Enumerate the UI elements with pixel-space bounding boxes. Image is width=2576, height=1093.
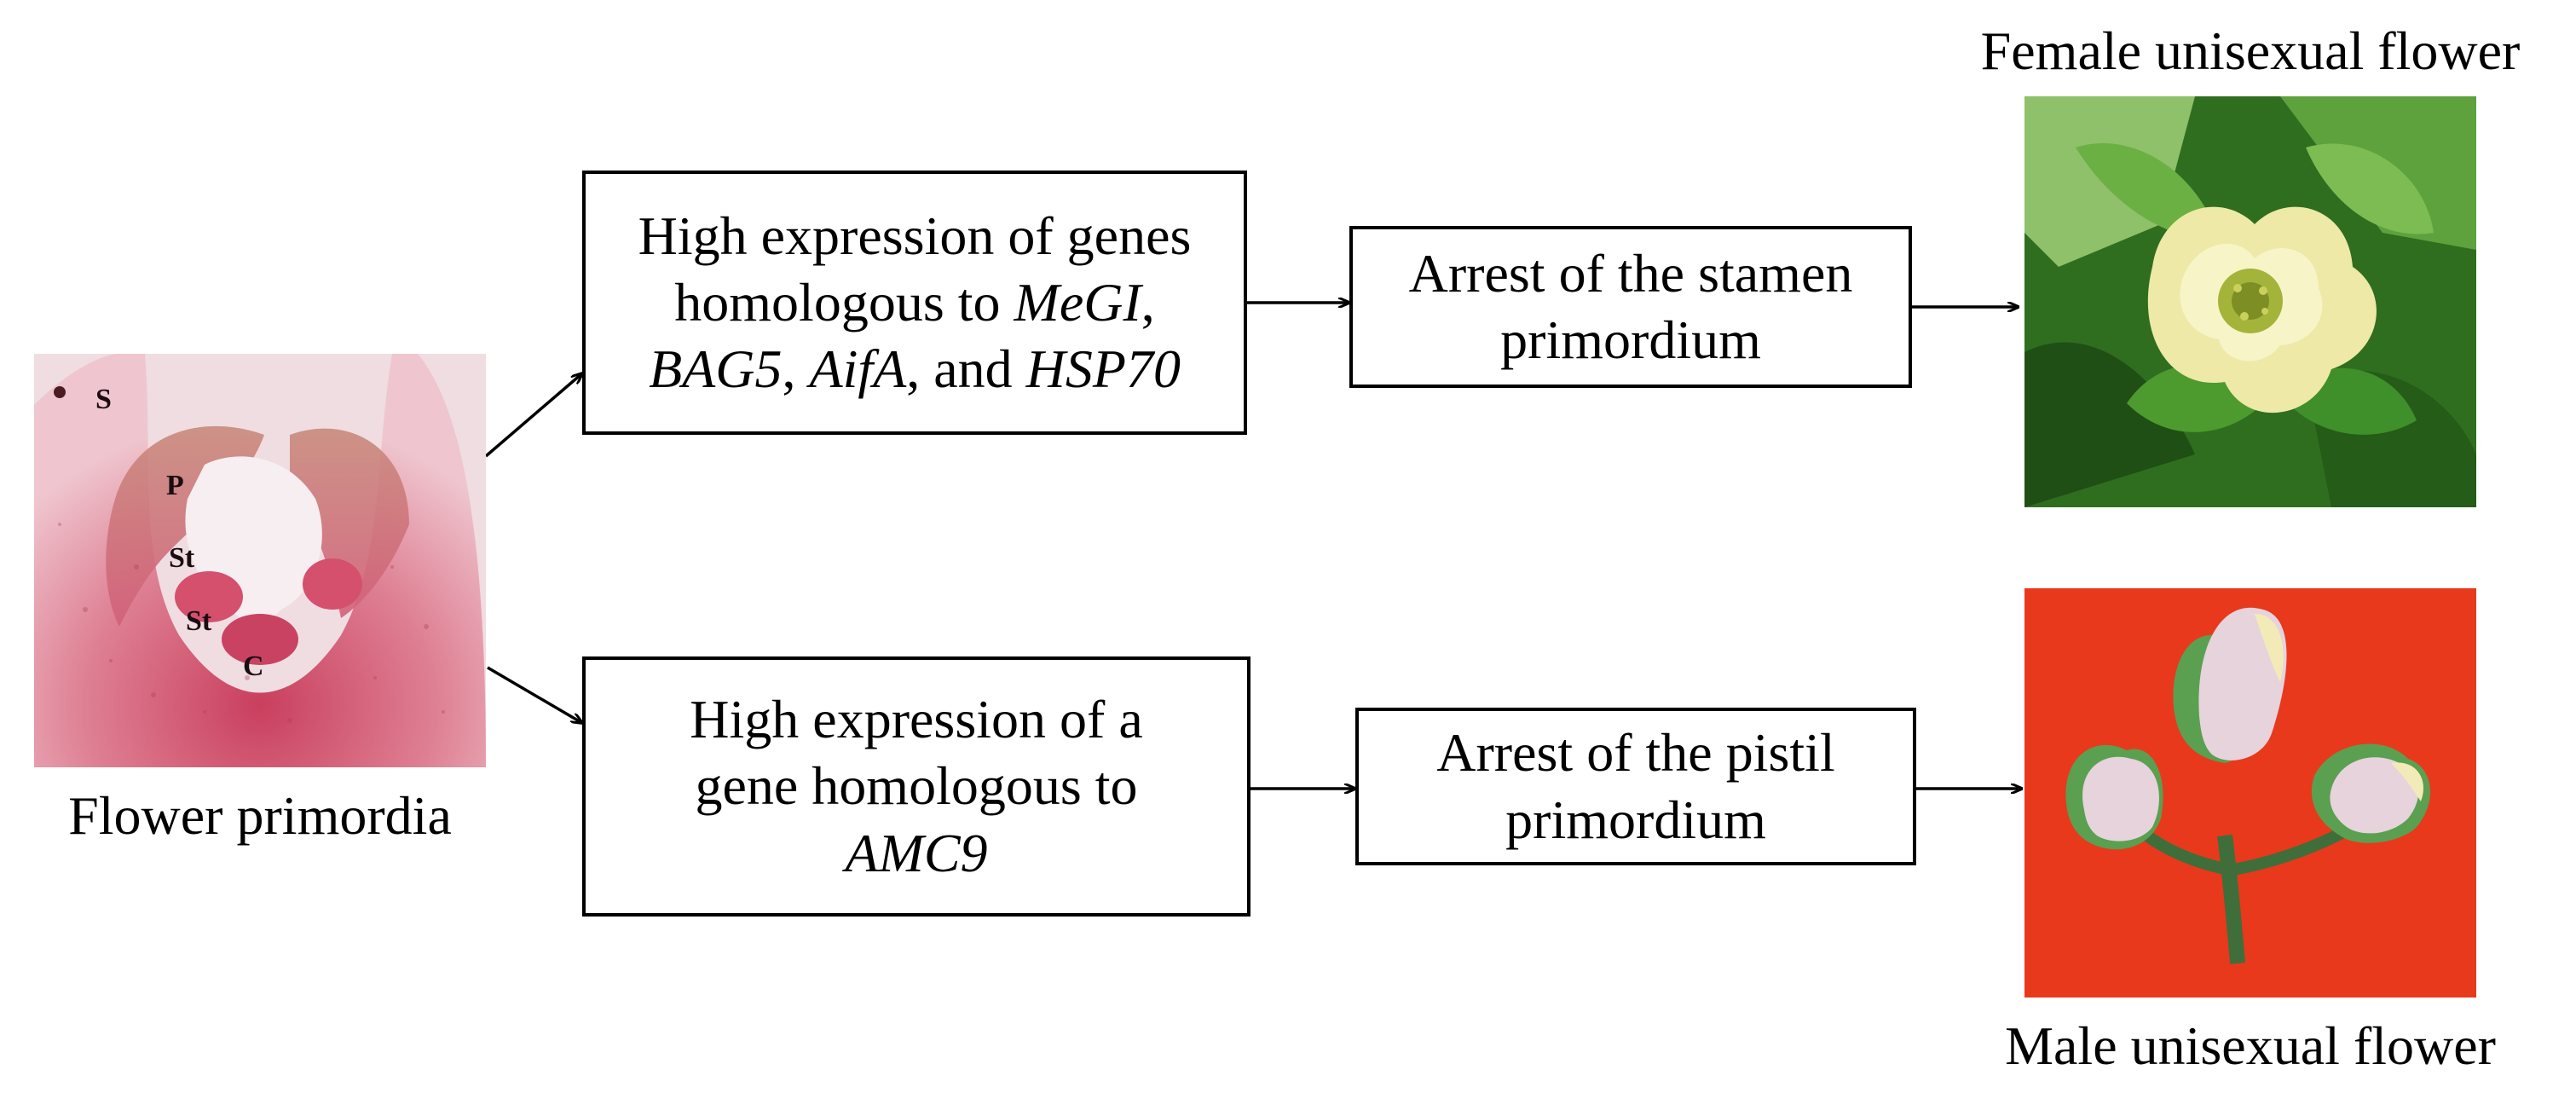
upper-expression-text: homologous to [674, 271, 1014, 333]
gene-megi: MeGI [1014, 271, 1141, 333]
gene-amc9: AMC9 [845, 822, 988, 883]
gene-hsp70: HSP70 [1025, 338, 1181, 400]
upper-expression-line1: High expression of genes [638, 205, 1192, 266]
male-flower-illustration [2024, 588, 2476, 998]
upper-expression-comma: , [1141, 271, 1155, 333]
female-flower-illustration [2024, 96, 2476, 507]
pistil-arrest-line2: primordium [1505, 789, 1766, 850]
stamen-arrest-line1: Arrest of the stamen [1408, 242, 1853, 304]
lower-expression-line1: High expression of a [690, 689, 1143, 750]
arrow-primordia-to-upper [484, 373, 582, 458]
label-carpel: C [243, 651, 264, 682]
primordia-caption: Flower primordia [68, 785, 452, 846]
lower-expression-box: High expression of a gene homologous to … [582, 656, 1250, 917]
male-flower-photo [2024, 588, 2476, 998]
female-flower-caption: Female unisexual flower [1980, 20, 2521, 81]
female-flower-photo [2024, 96, 2476, 507]
stamen-arrest-box: Arrest of the stamen primordium [1349, 226, 1912, 388]
upper-expression-line2: homologous to MeGI, [674, 269, 1155, 336]
pistil-arrest-box: Arrest of the pistil primordium [1355, 708, 1916, 865]
primordia-illustration [34, 354, 486, 767]
lower-expression-line2: gene homologous to [695, 755, 1138, 817]
lower-expression-line3: AMC9 [845, 820, 987, 887]
label-sepal: S [95, 384, 112, 415]
upper-expression-sep1: , [782, 338, 810, 400]
gene-bag5: BAG5 [649, 338, 783, 400]
upper-expression-line3: BAG5, AifA, and HSP70 [649, 336, 1181, 402]
label-petal: P [166, 470, 184, 501]
pistil-arrest-line1: Arrest of the pistil [1436, 722, 1835, 784]
male-flower-caption: Male unisexual flower [2005, 1015, 2496, 1076]
upper-expression-sep2: , and [906, 338, 1026, 400]
label-stamen-2: St [186, 605, 212, 637]
arrow-primordia-to-lower [487, 666, 582, 723]
upper-expression-box: High expression of genes homologous to M… [582, 171, 1247, 435]
label-stamen-1: St [169, 542, 195, 574]
flower-primordia-micrograph [34, 354, 486, 767]
gene-aifa: AifA [809, 338, 907, 400]
stamen-arrest-line2: primordium [1500, 309, 1761, 370]
